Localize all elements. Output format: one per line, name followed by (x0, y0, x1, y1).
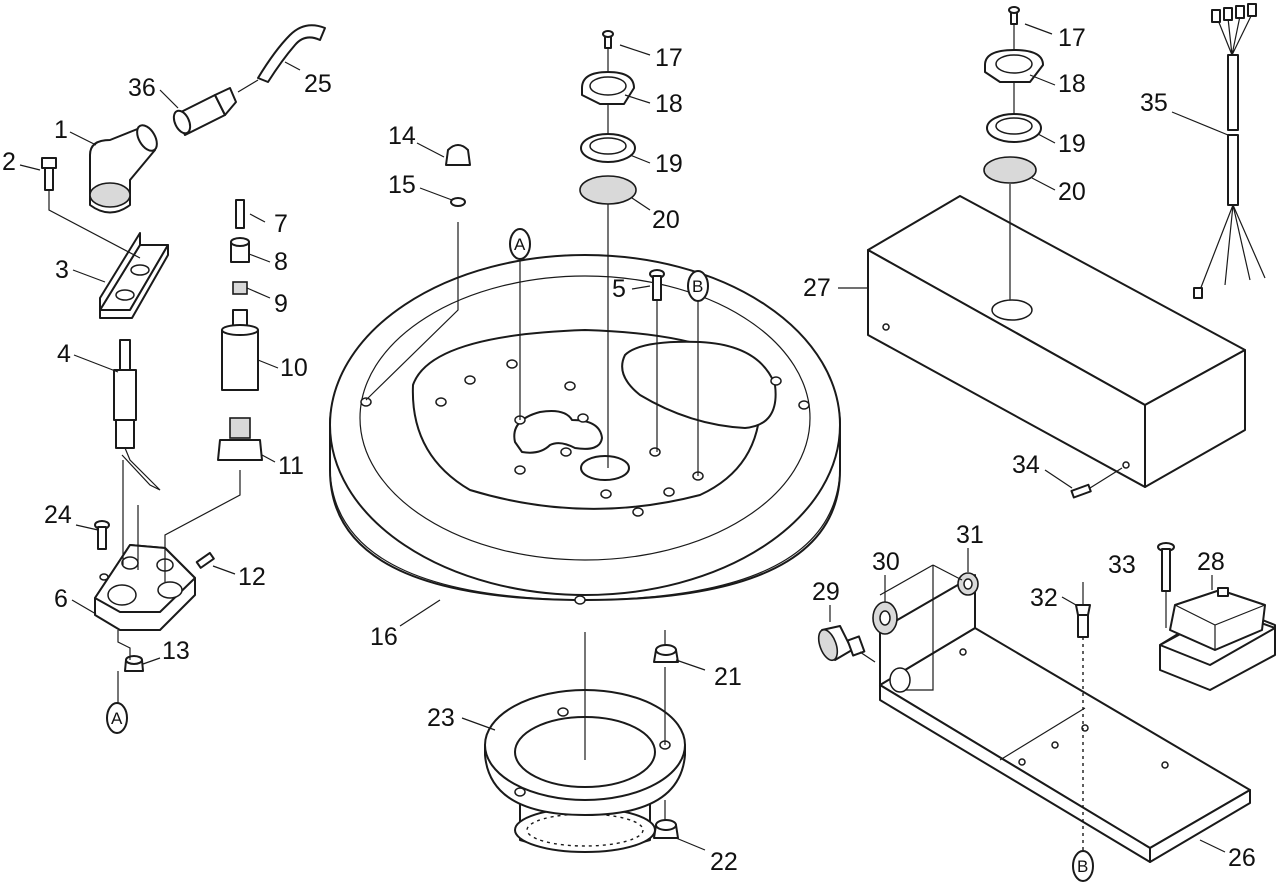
callout-15: 15 (388, 171, 416, 199)
callout-16: 16 (370, 623, 398, 651)
callout-31: 31 (956, 521, 984, 549)
reference-markers: A A B B (106, 228, 1094, 882)
callout-29: 29 (812, 578, 840, 606)
callout-23: 23 (427, 704, 455, 732)
svg-text:B: B (692, 277, 703, 296)
callout-1: 1 (54, 116, 68, 144)
callout-34: 34 (1012, 451, 1040, 479)
callout-17-right: 17 (1058, 24, 1086, 52)
transformer-28 (1159, 587, 1276, 691)
rivet-32 (1075, 582, 1091, 638)
callout-10: 10 (280, 354, 308, 382)
washer-15 (450, 197, 466, 207)
callout-19-center: 19 (655, 150, 683, 178)
callout-35: 35 (1140, 89, 1168, 117)
callout-36: 36 (128, 74, 156, 102)
screw-5 (649, 269, 665, 301)
callout-14: 14 (388, 122, 416, 150)
screw-34 (1070, 483, 1092, 499)
nozzle-holder-10 (221, 309, 259, 391)
svg-text:A: A (514, 235, 526, 254)
callout-33: 33 (1108, 551, 1136, 579)
callout-8: 8 (274, 248, 288, 276)
bracket-3 (99, 232, 169, 319)
callout-28: 28 (1197, 548, 1225, 576)
callout-27: 27 (803, 274, 831, 302)
callout-17-center: 17 (655, 44, 683, 72)
wire-harness-35 (1193, 3, 1266, 299)
callout-22: 22 (710, 848, 738, 876)
base-tray-26 (879, 574, 1251, 863)
callout-5: 5 (612, 275, 626, 303)
screw-33 (1157, 542, 1175, 592)
cap-nut-14 (445, 144, 471, 166)
nut-13 (124, 655, 144, 672)
callout-32: 32 (1030, 584, 1058, 612)
callout-labels: 1 2 3 4 5 6 7 8 9 10 11 12 13 14 15 16 1… (2, 24, 1256, 876)
callout-11: 11 (278, 452, 304, 480)
washer-9 (232, 281, 248, 295)
callout-3: 3 (55, 256, 69, 284)
callout-9: 9 (274, 290, 288, 318)
electrode-block (94, 544, 196, 631)
callout-18-right: 18 (1058, 70, 1086, 98)
callout-18-center: 18 (655, 90, 683, 118)
svg-text:B: B (1077, 857, 1088, 876)
leader-lines (19, 23, 1229, 853)
svg-text:A: A (111, 709, 123, 728)
cable-25 (257, 24, 326, 83)
sight-glass-stack-right (983, 6, 1044, 184)
callout-26: 26 (1228, 844, 1256, 872)
elbow-connector (89, 124, 158, 214)
callout-2: 2 (2, 148, 16, 176)
callout-21: 21 (714, 663, 742, 691)
housing-27 (867, 195, 1246, 488)
callout-12: 12 (238, 563, 266, 591)
nut-21 (653, 644, 679, 663)
electrode-4 (113, 339, 161, 491)
callout-6: 6 (54, 585, 68, 613)
callout-30: 30 (872, 548, 900, 576)
callout-24: 24 (44, 501, 72, 529)
ref-a-left: A (106, 702, 128, 734)
bolt-2 (41, 157, 57, 191)
callout-25: 25 (304, 70, 332, 98)
connector-36 (172, 87, 237, 136)
screw-12 (195, 551, 215, 569)
callout-7: 7 (274, 210, 288, 238)
callout-13: 13 (162, 637, 190, 665)
ref-b-right: B (1072, 850, 1094, 882)
callout-4: 4 (57, 340, 71, 368)
fitting-29 (817, 625, 866, 662)
plate-holes (360, 359, 810, 605)
pin-7 (235, 199, 245, 229)
ref-a-center: A (509, 228, 531, 260)
callout-20-right: 20 (1058, 178, 1086, 206)
nut-22 (653, 819, 679, 839)
ref-b-center: B (687, 270, 709, 302)
sight-glass-stack-center (579, 30, 637, 205)
callout-20-center: 20 (652, 206, 680, 234)
screw-24 (94, 520, 110, 550)
nut-8 (230, 237, 250, 263)
callout-19-right: 19 (1058, 130, 1086, 158)
base-plate (329, 254, 841, 605)
fitting-11 (217, 417, 263, 461)
